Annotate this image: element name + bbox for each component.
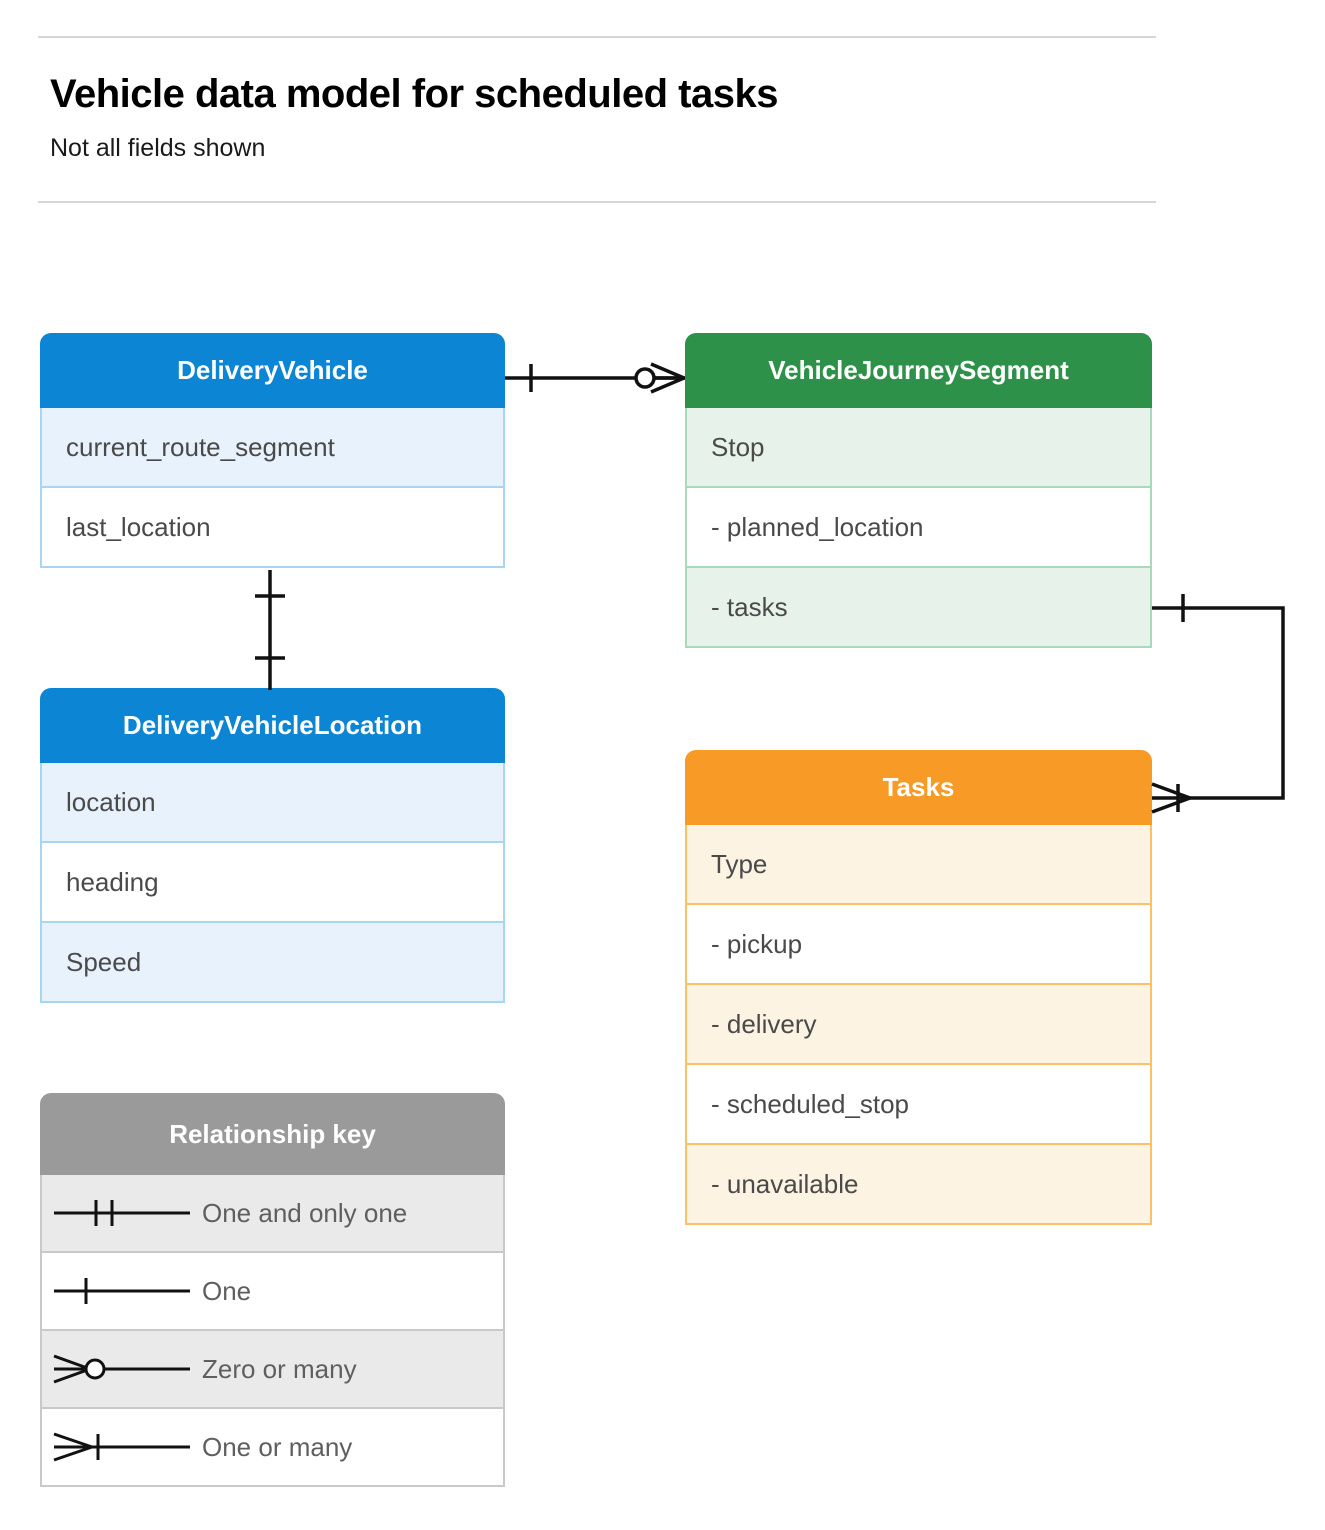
field-speed: Speed [40,923,505,1003]
entity-vehicle-journey-segment[interactable]: VehicleJourneySegment Stop - planned_loc… [685,333,1152,648]
entity-tasks[interactable]: Tasks Type - pickup - delivery - schedul… [685,750,1152,1225]
legend-label-zero-or-many: Zero or many [202,1353,357,1384]
entity-delivery-vehicle-title: DeliveryVehicle [40,333,505,408]
page-title: Vehicle data model for scheduled tasks [50,72,778,116]
legend-label-one: One [202,1275,252,1306]
legend-label-one-or-many: One or many [202,1431,353,1462]
legend-row-zero-or-many: Zero or many [40,1331,505,1409]
field-pickup: - pickup [685,905,1152,985]
entity-tasks-title: Tasks [685,750,1152,825]
entity-vehicle-journey-segment-title: VehicleJourneySegment [685,333,1152,408]
legend-row-one-and-only-one: One and only one [40,1175,505,1253]
legend-row-one-or-many: One or many [40,1409,505,1487]
field-heading: heading [40,843,505,923]
field-type: Type [685,825,1152,905]
entity-delivery-vehicle[interactable]: DeliveryVehicle current_route_segment la… [40,333,505,568]
one-and-only-one-icon [42,1175,202,1251]
field-scheduled-stop: - scheduled_stop [685,1065,1152,1145]
one-or-many-icon [42,1409,202,1485]
connector-vehicle-to-journey-segment [505,362,685,394]
field-stop: Stop [685,408,1152,488]
field-location: location [40,763,505,843]
field-unavailable: - unavailable [685,1145,1152,1225]
field-tasks: - tasks [685,568,1152,648]
entity-delivery-vehicle-location-title: DeliveryVehicleLocation [40,688,505,763]
page-subtitle: Not all fields shown [50,134,266,162]
field-delivery: - delivery [685,985,1152,1065]
field-planned-location: - planned_location [685,488,1152,568]
field-last-location: last_location [40,488,505,568]
header-divider-top [38,36,1156,38]
one-icon [42,1253,202,1329]
connector-journey-segment-to-tasks [1151,594,1285,814]
connector-vehicle-to-vehicle-location [255,570,285,690]
zero-or-many-icon [42,1331,202,1407]
header-divider-bottom [38,201,1156,203]
legend-label-one-and-only-one: One and only one [202,1197,408,1228]
relationship-key-legend: Relationship key One and only one One [40,1093,505,1487]
legend-title: Relationship key [40,1093,505,1175]
legend-row-one: One [40,1253,505,1331]
entity-delivery-vehicle-location[interactable]: DeliveryVehicleLocation location heading… [40,688,505,1003]
field-current-route-segment: current_route_segment [40,408,505,488]
